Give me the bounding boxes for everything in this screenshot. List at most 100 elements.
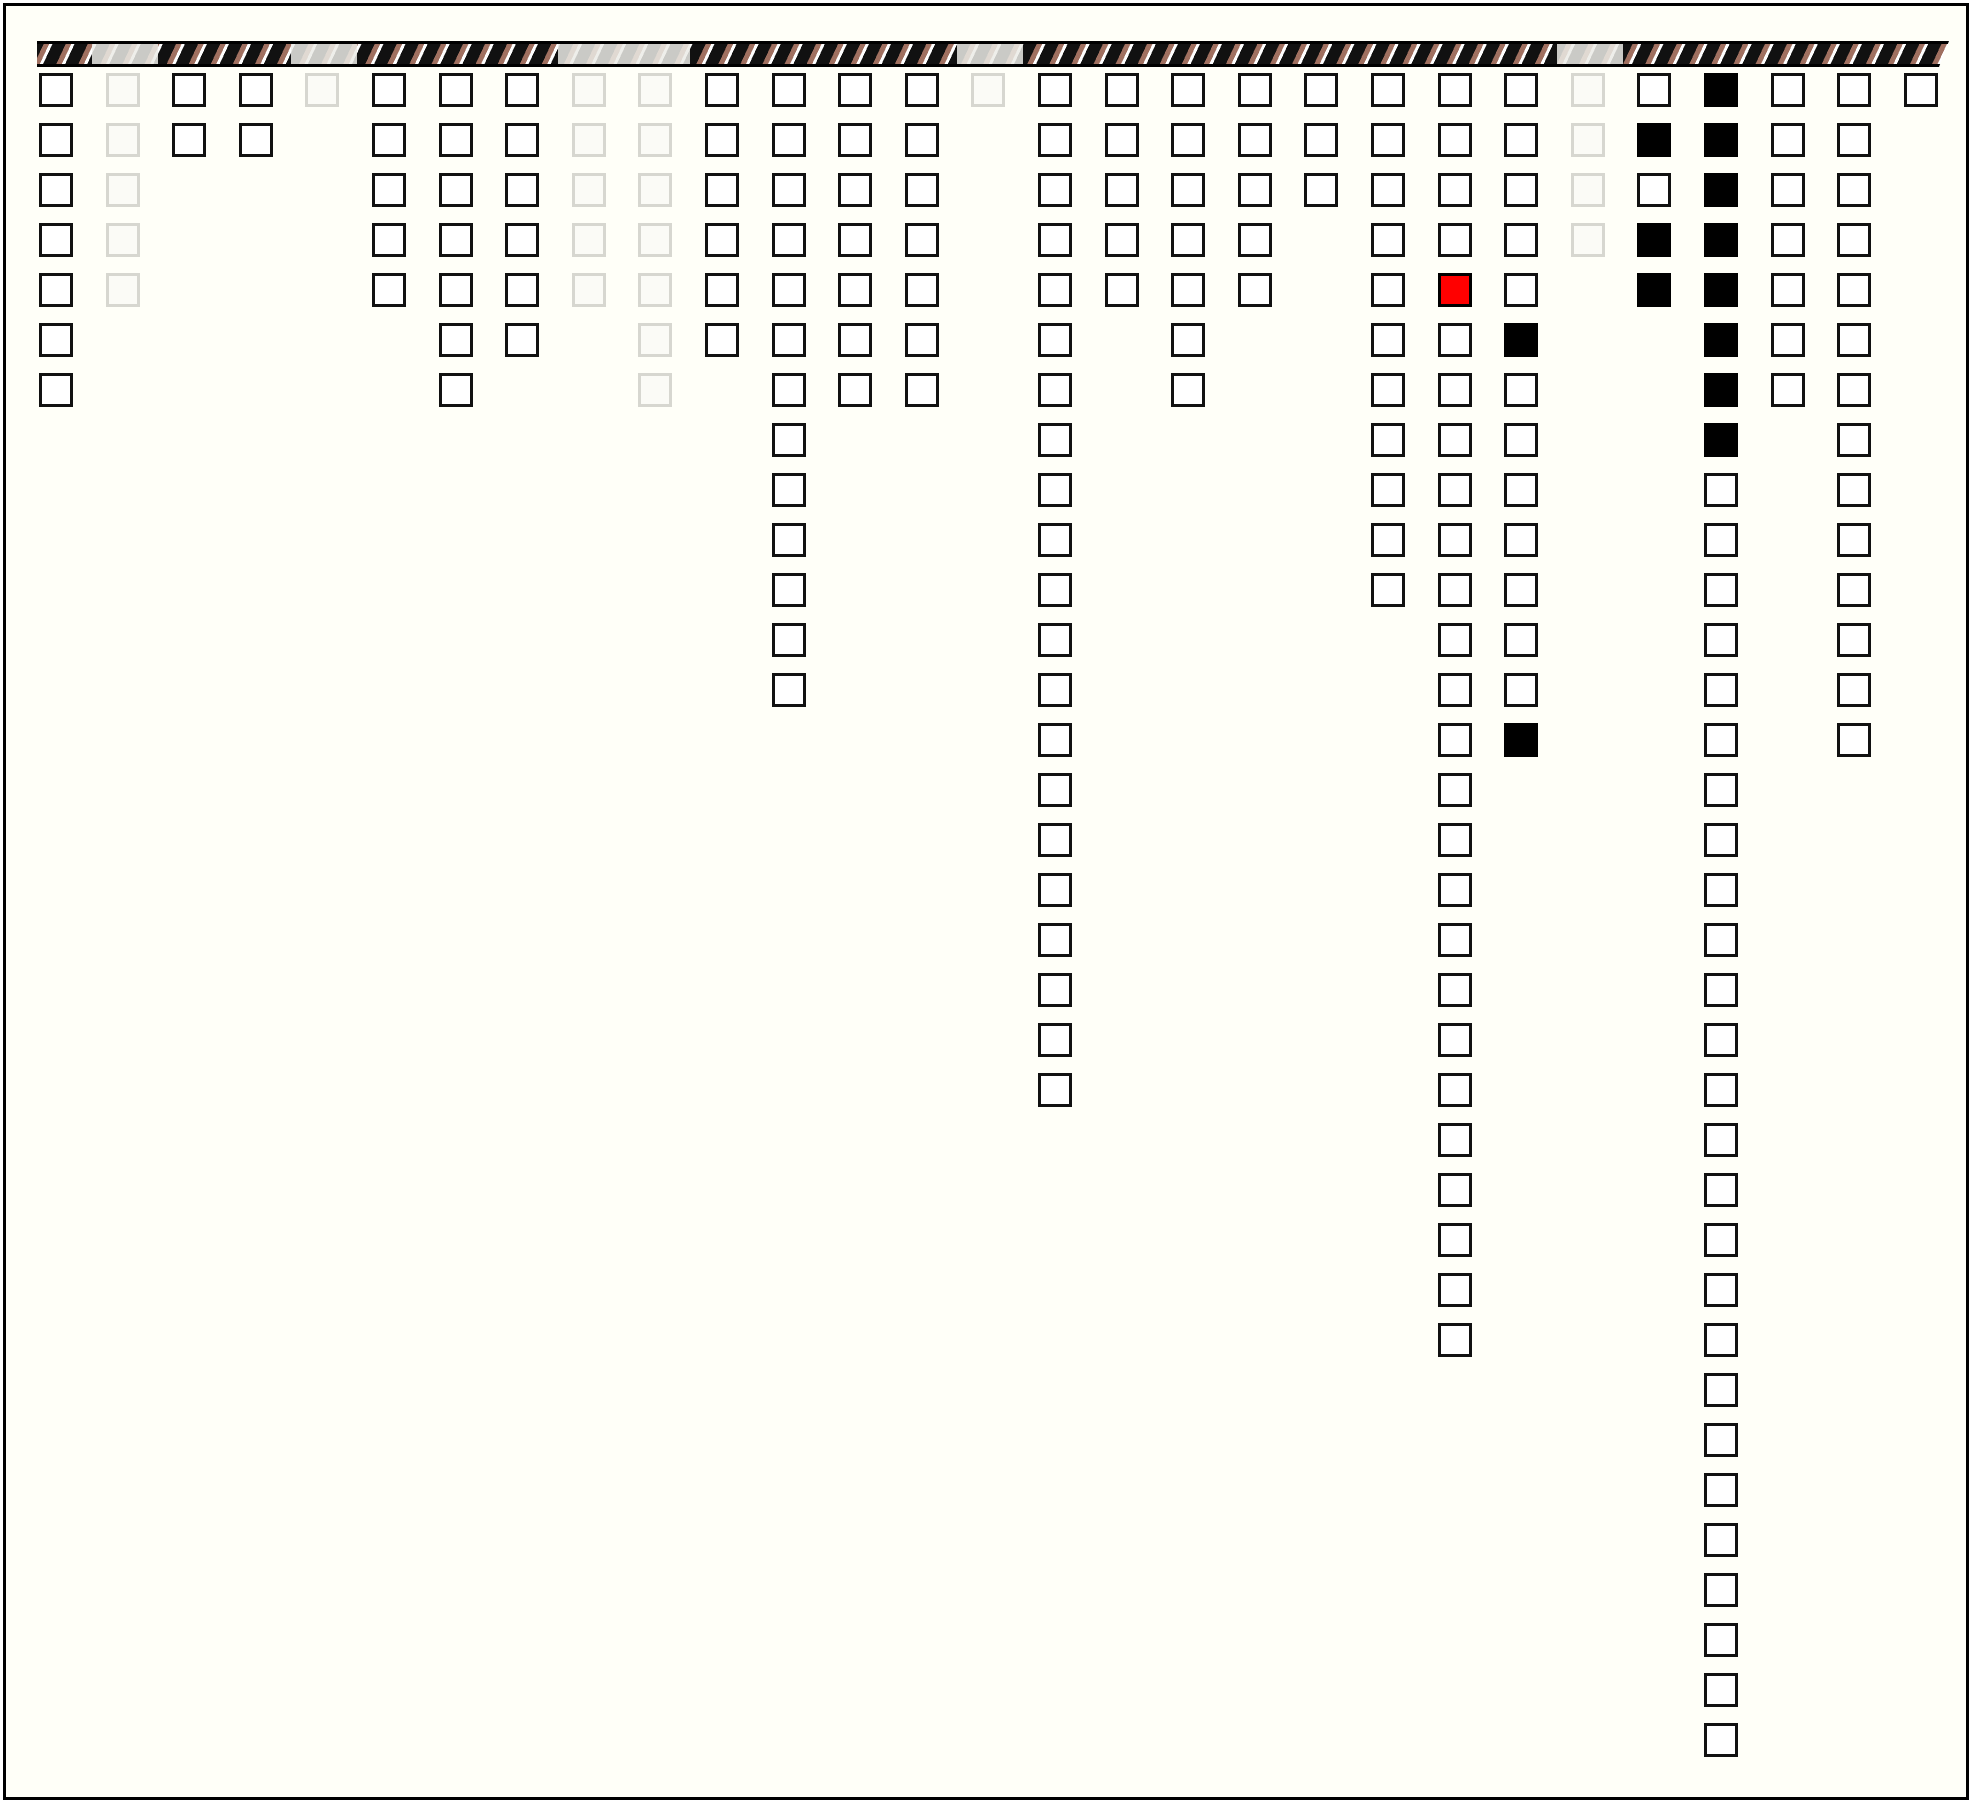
cell[interactable] [1904,73,1938,107]
cell[interactable] [1438,673,1472,707]
cell[interactable] [1038,173,1072,207]
cell[interactable] [1504,373,1538,407]
cell[interactable] [505,323,539,357]
cell[interactable] [1171,373,1205,407]
cell[interactable] [1704,973,1738,1007]
cell[interactable] [1038,973,1072,1007]
cell[interactable] [372,223,406,257]
cell[interactable] [1837,223,1871,257]
cell[interactable] [1371,323,1405,357]
cell[interactable] [1171,273,1205,307]
cell[interactable] [772,173,806,207]
cell[interactable] [39,123,73,157]
cell[interactable] [1438,423,1472,457]
cell[interactable] [772,223,806,257]
cell[interactable] [1771,123,1805,157]
cell[interactable] [1238,73,1272,107]
cell[interactable] [1771,223,1805,257]
cell[interactable] [1704,1223,1738,1257]
cell[interactable] [772,373,806,407]
cell[interactable] [1105,173,1139,207]
cell[interactable] [638,373,672,407]
cell[interactable] [1504,123,1538,157]
cell[interactable] [1438,873,1472,907]
cell[interactable] [1704,523,1738,557]
cell[interactable] [971,73,1005,107]
cell[interactable] [1038,73,1072,107]
cell[interactable] [39,273,73,307]
cell-black[interactable] [1704,373,1738,407]
cell[interactable] [1704,1323,1738,1357]
cell[interactable] [1038,873,1072,907]
cell[interactable] [705,73,739,107]
cell[interactable] [772,123,806,157]
cell[interactable] [1504,623,1538,657]
cell[interactable] [1438,323,1472,357]
cell[interactable] [1771,323,1805,357]
cell[interactable] [1704,1123,1738,1157]
cell[interactable] [1704,573,1738,607]
cell[interactable] [905,173,939,207]
cell[interactable] [1704,1273,1738,1307]
cell[interactable] [1171,223,1205,257]
cell-black[interactable] [1704,323,1738,357]
cell-black[interactable] [1504,723,1538,757]
cell[interactable] [1304,173,1338,207]
cell[interactable] [372,173,406,207]
cell-black[interactable] [1704,273,1738,307]
cell[interactable] [1704,923,1738,957]
cell[interactable] [1504,173,1538,207]
cell[interactable] [1038,823,1072,857]
cell[interactable] [1438,773,1472,807]
cell[interactable] [1038,923,1072,957]
cell[interactable] [1504,473,1538,507]
cell[interactable] [572,223,606,257]
cell[interactable] [1371,273,1405,307]
cell[interactable] [705,173,739,207]
cell[interactable] [439,323,473,357]
cell[interactable] [1704,1173,1738,1207]
cell[interactable] [1504,273,1538,307]
cell[interactable] [372,73,406,107]
cell[interactable] [1238,173,1272,207]
cell[interactable] [1038,673,1072,707]
cell[interactable] [638,123,672,157]
cell[interactable] [1238,223,1272,257]
cell[interactable] [39,73,73,107]
cell[interactable] [1571,173,1605,207]
cell[interactable] [1504,223,1538,257]
cell[interactable] [106,173,140,207]
cell[interactable] [705,123,739,157]
cell[interactable] [572,273,606,307]
cell[interactable] [1837,673,1871,707]
cell[interactable] [1171,173,1205,207]
cell[interactable] [106,273,140,307]
cell[interactable] [838,73,872,107]
cell[interactable] [39,373,73,407]
cell[interactable] [1837,573,1871,607]
cell[interactable] [1837,173,1871,207]
cell[interactable] [1571,223,1605,257]
cell[interactable] [1038,323,1072,357]
cell[interactable] [1371,373,1405,407]
cell[interactable] [838,323,872,357]
cell[interactable] [439,373,473,407]
cell[interactable] [1837,723,1871,757]
cell[interactable] [1038,423,1072,457]
cell[interactable] [1038,273,1072,307]
cell[interactable] [1704,623,1738,657]
cell[interactable] [106,223,140,257]
cell[interactable] [838,273,872,307]
cell[interactable] [1038,1073,1072,1107]
cell[interactable] [1837,73,1871,107]
cell[interactable] [572,73,606,107]
cell[interactable] [1771,73,1805,107]
cell[interactable] [1837,273,1871,307]
cell[interactable] [1371,173,1405,207]
cell[interactable] [439,223,473,257]
cell[interactable] [1704,773,1738,807]
cell[interactable] [1704,1373,1738,1407]
cell[interactable] [638,223,672,257]
cell[interactable] [1837,623,1871,657]
cell[interactable] [1637,73,1671,107]
